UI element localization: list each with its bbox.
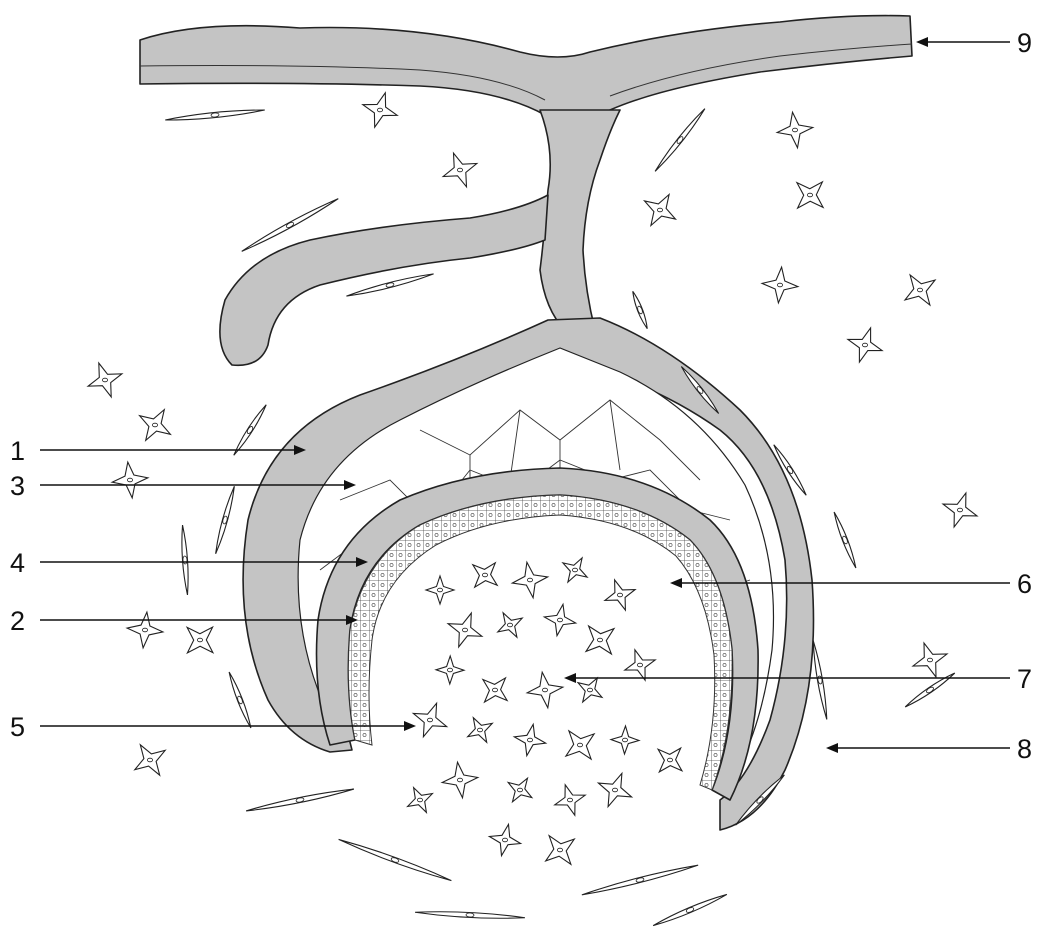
mesenchyme-stellate-cell [762,267,798,303]
papilla-cell [611,726,639,754]
mesenchyme-stellate-cell [127,612,163,648]
mesenchyme-spindle-cell [834,512,856,568]
arrowhead-9 [916,37,928,47]
mesenchyme-spindle-cell [165,110,265,120]
papilla-cell [436,656,464,684]
mesenchyme-spindle-cell [246,789,354,811]
papilla-cell [586,626,614,654]
papilla-cell [512,562,547,597]
lateral-lamina [220,195,548,365]
mesenchyme-stellate-cell [363,93,397,127]
mesenchyme-stellate-cell [848,328,882,362]
arrowhead-6 [670,578,682,588]
papilla-cell [555,785,585,815]
papilla-cell [489,824,520,855]
papilla-cell [514,724,545,755]
mesenchyme-stellate-cell [905,275,935,305]
papilla-cell [442,762,478,798]
dental-lamina [540,110,620,330]
mesenchyme-spindle-cell [633,291,647,328]
papilla-cell [498,613,522,637]
mesenchyme-stellate-cell [187,627,213,653]
label-9: 9 [1017,28,1032,58]
mesenchyme-stellate-cell [777,112,813,148]
mesenchyme-spindle-cell [653,894,727,925]
mesenchyme-spindle-cell [813,641,827,720]
label-5: 5 [10,712,25,742]
mesenchyme-spindle-cell [655,109,705,172]
mesenchyme-stellate-cell [913,643,947,677]
papilla-cell [426,576,454,604]
label-3: 3 [10,471,25,501]
papilla-cell [448,613,482,647]
mesenchyme-spindle-cell [234,405,266,455]
arrowhead-5 [404,721,416,731]
papilla-cell [544,604,575,635]
mesenchyme-stellate-cell [797,182,823,208]
mesenchyme-spindle-cell [339,839,452,880]
papilla-cell [473,563,497,587]
papilla-cell [483,678,507,702]
papilla-cell [605,580,635,610]
label-1: 1 [10,436,25,466]
mesenchyme-spindle-cell [582,865,698,895]
papilla-cell [625,650,655,680]
mesenchyme-stellate-cell [112,462,148,498]
mesenchyme-spindle-cell [216,486,235,553]
label-7: 7 [1017,664,1032,694]
label-2: 2 [10,606,25,636]
label-4: 4 [10,548,25,578]
papilla-cell [566,731,594,759]
oral-epithelium [140,16,912,130]
papilla-cell [468,718,493,743]
mesenchyme-spindle-cell [229,672,251,728]
papilla-cell [658,748,682,772]
mesenchyme-stellate-cell [88,363,122,397]
mesenchyme-stellate-cell [943,493,977,527]
mesenchyme-stellate-cell [140,410,171,441]
papilla-cell [408,788,433,813]
mesenchyme-stellate-cell [135,745,165,775]
papilla-cell [508,778,532,802]
arrowhead-8 [826,743,838,753]
label-6: 6 [1017,569,1032,599]
mesenchyme-spindle-cell [346,274,433,296]
mesenchyme-stellate-cell [645,195,676,226]
papilla-cell [413,703,446,736]
label-8: 8 [1017,734,1032,764]
papilla-cell [598,773,631,806]
mesenchyme-stellate-cell [443,153,477,187]
papilla-cell [563,558,587,582]
papilla-cell [578,678,602,702]
papilla-cell [546,836,575,865]
arrowhead-7 [564,673,576,683]
dental-papilla [408,558,682,864]
papilla-cell [527,672,563,708]
